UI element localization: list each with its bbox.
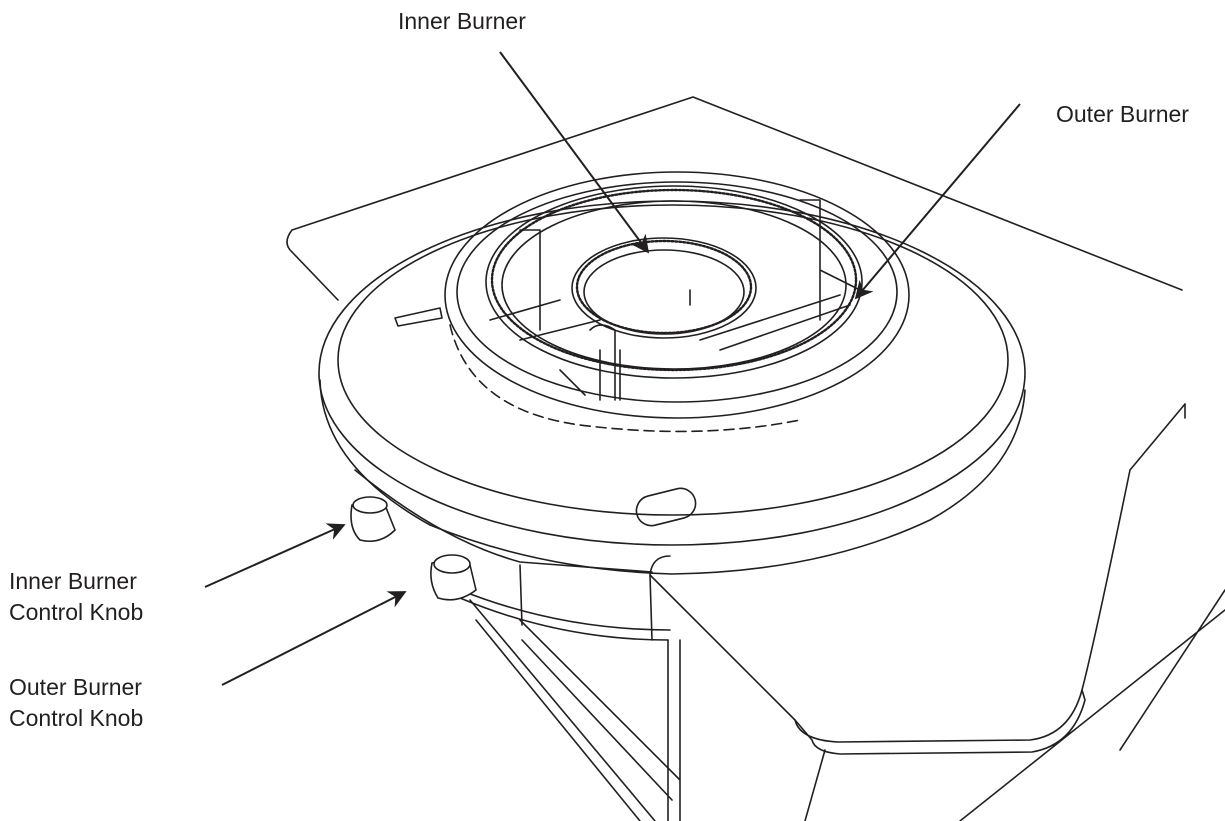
knob-band <box>459 589 671 641</box>
outer-burner-label: Outer Burner <box>1056 99 1189 130</box>
outer-knob-label-line1: Outer Burner <box>9 674 142 700</box>
dashed-ring <box>449 324 801 433</box>
inner-burner-teeth <box>575 239 753 335</box>
burner-opening-outer <box>444 171 910 419</box>
inner-burner-ring <box>571 237 757 339</box>
outer-knob-label-line2: Control Knob <box>9 705 144 731</box>
inner-knob-label-line2: Control Knob <box>9 599 144 625</box>
outer-burner-ring <box>485 185 863 379</box>
outer-burner-label-text: Outer Burner <box>1056 101 1189 127</box>
inner-knob-label-line1: Inner Burner <box>9 568 137 594</box>
outer-rim-inner <box>337 204 1009 516</box>
inner-knob-label: Inner Burner Control Knob <box>9 566 143 628</box>
inner-knob-leader <box>204 523 346 588</box>
inner-burner-leader <box>499 51 650 254</box>
outer-rim <box>318 200 1026 546</box>
inner-burner-ring-inner <box>583 249 745 335</box>
outer-knob-label: Outer Burner Control Knob <box>9 672 143 734</box>
handle-slot <box>635 487 697 527</box>
outer-burner-ring-inner <box>501 200 847 370</box>
table-side <box>794 403 1225 821</box>
inner-burner-label: Inner Burner <box>398 6 526 37</box>
outer-burner-leader <box>854 103 1021 300</box>
rim-lower-edge <box>319 379 1026 575</box>
inner-knob-icon[interactable] <box>350 496 396 543</box>
burner-supports <box>489 199 861 401</box>
base-legs <box>469 599 681 821</box>
igniter-tab <box>394 307 443 327</box>
inner-burner-label-text: Inner Burner <box>398 8 526 34</box>
outer-knob-leader <box>221 591 407 686</box>
outer-knob-icon[interactable] <box>430 554 477 601</box>
burner-opening-inner <box>456 181 898 403</box>
tabletop-outline <box>286 96 1186 743</box>
